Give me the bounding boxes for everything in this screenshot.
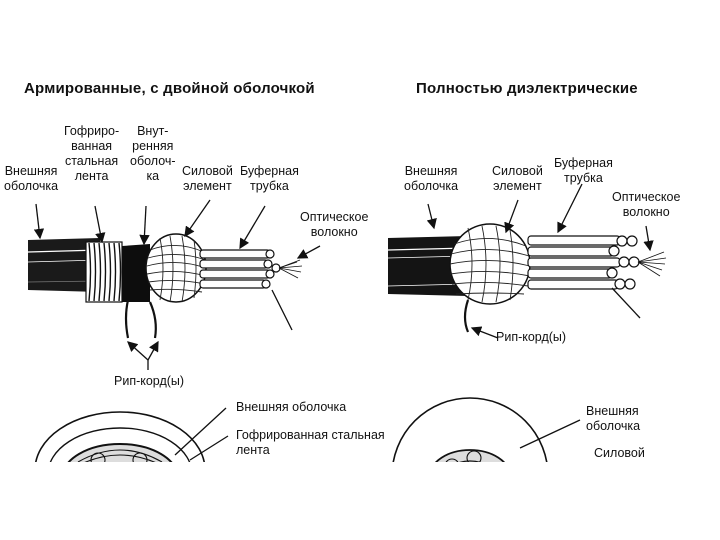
armored-cross-section xyxy=(35,411,205,462)
optical-fibers xyxy=(278,259,303,279)
label-corrugated-tape: Гофриро- ванная стальная лента xyxy=(64,124,120,183)
buffer-tubes xyxy=(199,249,281,289)
dielectric-ripcord xyxy=(463,299,470,333)
dielectric-cs-label-outer-jacket: Внешняя оболочка xyxy=(586,404,641,433)
label-buffer-tube: Буферная трубка xyxy=(240,164,299,193)
dielectric-label-buffer-tube: Буферная трубка xyxy=(554,156,613,185)
inner-jacket xyxy=(122,244,150,302)
dielectric-label-strength-member: Силовой элемент xyxy=(492,164,543,193)
cs-label-corrugated-tape: Гофрированная стальная лента xyxy=(236,428,385,457)
dielectric-label-ripcord: Рип-корд(ы) xyxy=(496,330,567,344)
corrugated-steel-tape xyxy=(85,241,123,303)
dielectric-label-outer-jacket: Внешняя оболочка xyxy=(404,164,459,193)
dielectric-strength-yarn xyxy=(449,223,531,305)
dielectric-buffer-tubes xyxy=(527,235,640,290)
dielectric-cross-section xyxy=(392,397,548,462)
dielectric-optical-fibers xyxy=(637,251,667,277)
dielectric-cable-illustration xyxy=(387,183,667,462)
ripcords xyxy=(124,299,157,339)
label-inner-jacket: Внут- ренняя оболоч- ка xyxy=(130,124,176,183)
cross-section-leaders-left xyxy=(174,407,229,461)
label-outer-jacket: Внешняя оболочка xyxy=(4,164,59,193)
cs-label-outer-jacket: Внешняя оболочка xyxy=(236,400,347,414)
dielectric-label-optical-fiber: Оптическое волокно xyxy=(612,190,681,219)
dielectric-leader-lines xyxy=(426,183,654,339)
armored-title: Армированные, с двойной оболочкой xyxy=(24,80,315,97)
label-ripcord: Рип-корд(ы) xyxy=(114,374,185,388)
dielectric-title: Полностью диэлектрические xyxy=(416,80,638,97)
dielectric-cs-label-strength-member: Силовой xyxy=(594,446,645,460)
label-optical-fiber: Оптическое волокно xyxy=(300,210,369,239)
cross-section-leader-right xyxy=(519,419,581,449)
label-strength-member: Силовой элемент xyxy=(182,164,233,193)
armored-cable-illustration xyxy=(27,199,321,462)
armored-leader-lines xyxy=(33,199,321,370)
strength-member-yarn xyxy=(145,233,207,303)
